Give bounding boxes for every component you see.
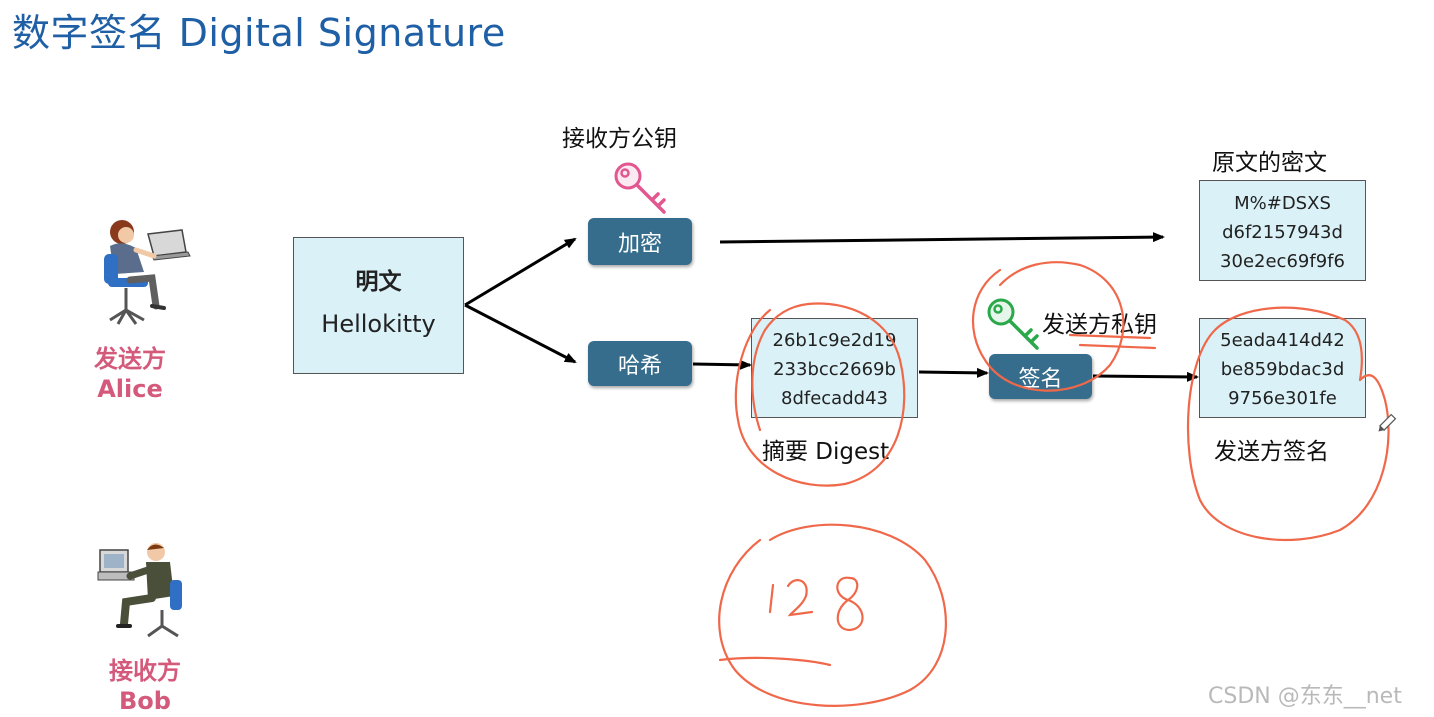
arrow-plaintext-to-hash (464, 303, 577, 364)
digest-line: 26b1c9e2d19 (772, 330, 897, 351)
ciphertext-label: 原文的密文 (1212, 150, 1327, 176)
public-key-icon (614, 162, 666, 214)
arrow-digest-to-sign (918, 367, 989, 378)
signature-label: 发送方签名 (1214, 439, 1329, 465)
hand-annotations (718, 261, 1390, 707)
ciphertext-line: d6f2157943d (1222, 222, 1343, 243)
signature-box: 5eada414d42 be859bdac3d 9756e301fe (1199, 318, 1366, 418)
digest-box: 26b1c9e2d19 233bcc2669b 8dfecadd43 (751, 318, 918, 418)
digest-label: 摘要 Digest (762, 439, 890, 465)
note-digit-one (768, 583, 775, 614)
receiver-label: 接收方 Bob (85, 656, 205, 716)
sign-circle (971, 261, 1125, 392)
hash-button[interactable]: 哈希 (588, 341, 692, 386)
digest-line: 8dfecadd43 (781, 388, 888, 409)
bob-figure-icon (97, 543, 182, 638)
note-underline (718, 656, 832, 667)
receiver-role: 接收方 (109, 657, 181, 685)
watermark: CSDN @东东__net (1208, 684, 1402, 709)
ciphertext-line: 30e2ec69f9f6 (1220, 251, 1345, 272)
arrow-sign-to-signature (1092, 371, 1199, 382)
plaintext-heading: 明文 (355, 269, 402, 295)
private-key-underline (1068, 333, 1157, 350)
arrow-plaintext-to-encrypt (464, 237, 577, 307)
signature-circle (1186, 306, 1390, 542)
receiver-public-key-label: 接收方公钥 (562, 126, 677, 152)
receiver-name: Bob (119, 687, 171, 715)
note-digit-eight (836, 576, 864, 632)
digest-circle (734, 302, 906, 487)
note-digit-two (786, 579, 814, 617)
sender-role: 发送方 (94, 345, 166, 373)
arrow-hash-to-digest (692, 359, 752, 370)
note-circle (718, 523, 947, 707)
digest-line: 233bcc2669b (773, 359, 896, 380)
arrow-encrypt-to-ciphertext (719, 232, 1165, 244)
signature-line: 5eada414d42 (1220, 330, 1345, 351)
page-title: 数字签名 Digital Signature (12, 11, 506, 55)
sender-label: 发送方 Alice (70, 344, 190, 404)
plaintext-value: Hellokitty (321, 310, 436, 338)
alice-figure-icon (104, 220, 191, 325)
private-key-icon (987, 298, 1039, 350)
ciphertext-line: M%#DSXS (1234, 193, 1331, 214)
signature-line: 9756e301fe (1228, 388, 1337, 409)
ciphertext-box: M%#DSXS d6f2157943d 30e2ec69f9f6 (1199, 180, 1366, 281)
signature-line: be859bdac3d (1220, 359, 1345, 380)
pencil-cursor-icon (1378, 413, 1397, 432)
sender-name: Alice (97, 375, 163, 403)
encrypt-button[interactable]: 加密 (588, 218, 692, 265)
plaintext-box: 明文 Hellokitty (293, 237, 464, 374)
sender-private-key-label: 发送方私钥 (1042, 312, 1157, 338)
